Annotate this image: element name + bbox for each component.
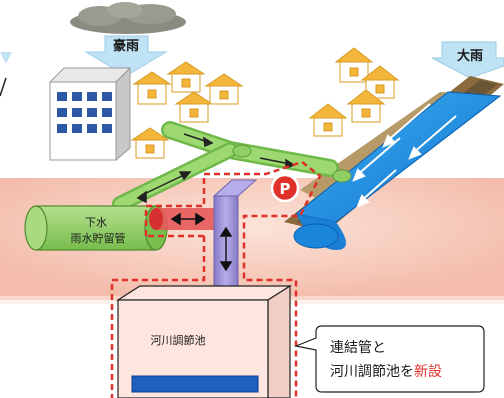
houses-group <box>130 47 400 159</box>
heavy-rain-arrow-icon <box>84 35 168 77</box>
left-edge-arrow-icon <box>0 52 12 97</box>
cloud-icon <box>70 2 186 34</box>
river-pond-label: 河川調節池 <box>151 333 206 347</box>
house-icon <box>132 71 172 105</box>
river-channel <box>284 76 504 250</box>
flow-arrow-icon <box>352 103 457 208</box>
callout-line2: 河川調節池を新設 <box>330 363 442 380</box>
sewer-label-line1: 下水 <box>85 216 107 229</box>
flow-arrow-icon <box>219 226 233 272</box>
house-icon <box>308 103 348 137</box>
house-icon <box>130 127 170 159</box>
callout-line1: 連結管と <box>330 340 386 356</box>
sewer-label-line2: 雨水貯留管 <box>71 231 126 245</box>
house-icon <box>174 91 214 123</box>
river-regulating-pond: 河川調節池 <box>115 284 293 398</box>
heavy-rain-label: 大雨 <box>457 48 483 64</box>
flow-arrow-icon <box>136 133 296 204</box>
sewer-pipe-network <box>112 121 352 212</box>
new-facility-outline <box>110 160 322 398</box>
house-icon <box>334 47 374 83</box>
right-rain-arrow-icon <box>431 41 504 79</box>
house-icon <box>346 89 386 123</box>
callout-highlight: 新設 <box>414 364 442 380</box>
callout-box: 連結管と 河川調節池を新設 <box>293 325 485 393</box>
pump-icon: P <box>270 173 300 203</box>
building-icon <box>48 66 132 162</box>
house-icon <box>166 61 206 93</box>
heavy-rain-torrential-label: 豪雨 <box>113 38 139 54</box>
flow-arrow-icon <box>170 212 206 226</box>
svg-text:P: P <box>280 180 291 198</box>
house-icon <box>360 65 400 99</box>
house-icon <box>204 73 244 105</box>
